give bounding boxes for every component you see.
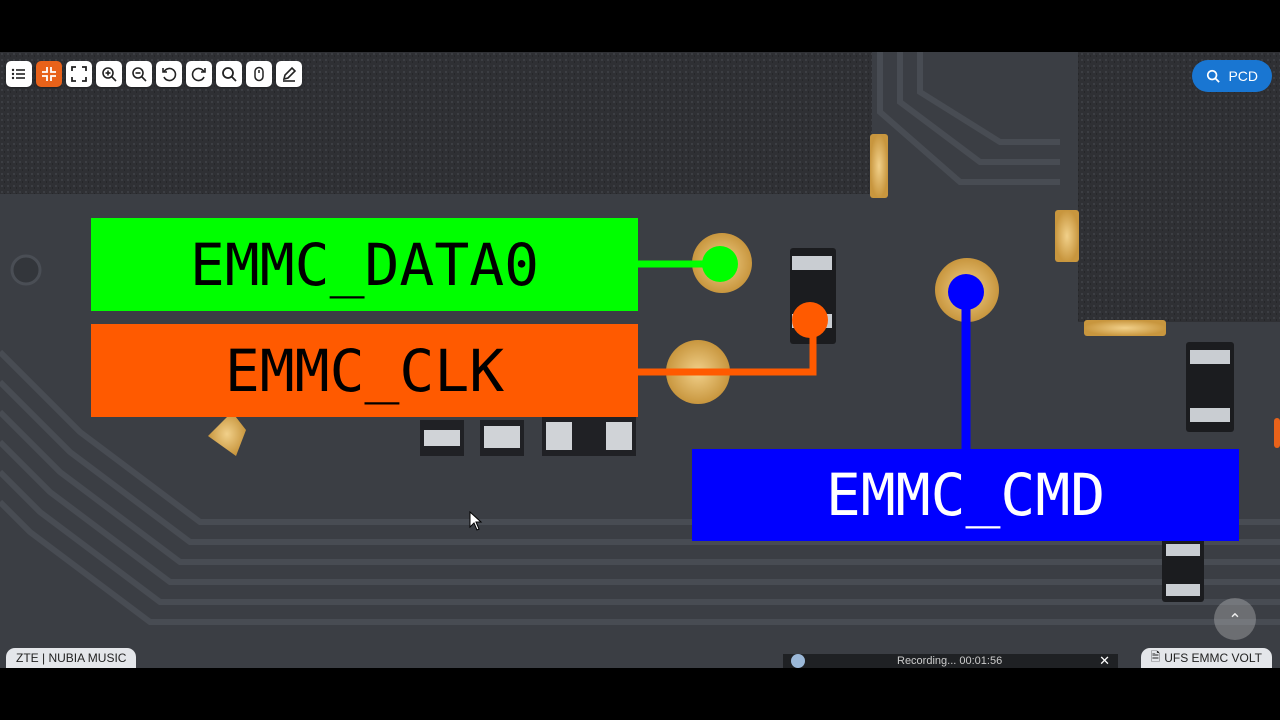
search-button[interactable] <box>216 61 242 87</box>
fullscreen-button[interactable] <box>66 61 92 87</box>
rotate-left-icon <box>162 67 177 82</box>
search-icon <box>1207 69 1221 83</box>
fullscreen-icon <box>71 66 87 82</box>
close-icon[interactable]: ✕ <box>1099 653 1110 668</box>
zoom-out-button[interactable] <box>126 61 152 87</box>
label-emmc-data0: EMMC_DATA0 <box>91 218 638 311</box>
chevron-up-icon: ⌃ <box>1228 609 1242 629</box>
mouse-icon <box>254 66 264 82</box>
mouse-cursor-icon <box>469 511 483 531</box>
pcd-button-label: PCD <box>1228 68 1258 84</box>
pcb-board-image <box>0 52 1280 668</box>
scroll-to-top-button[interactable]: ⌃ <box>1214 598 1256 640</box>
zoom-in-button[interactable] <box>96 61 122 87</box>
recorder-icon <box>791 654 805 668</box>
mouse-button[interactable] <box>246 61 272 87</box>
label-emmc-cmd: EMMC_CMD <box>692 449 1239 541</box>
device-chip[interactable]: ZTE | NUBIA MUSIC <box>6 648 137 668</box>
list-button[interactable] <box>6 61 32 87</box>
pcd-button[interactable]: PCD <box>1192 60 1272 92</box>
rotate-right-icon <box>191 67 206 82</box>
viewer-toolbar <box>6 61 302 87</box>
document-icon: 🗎 <box>1150 649 1161 664</box>
collapse-button[interactable] <box>36 61 62 87</box>
scrollbar-thumb[interactable] <box>1274 418 1280 448</box>
document-chip-label: UFS EMMC VOLT <box>1164 651 1262 665</box>
document-chip[interactable]: 🗎 UFS EMMC VOLT <box>1140 648 1272 668</box>
zoom-in-icon <box>102 67 117 82</box>
recording-bar: Recording... 00:01:56 ✕ <box>783 653 1118 668</box>
zoom-out-icon <box>132 67 147 82</box>
rotate-right-button[interactable] <box>186 61 212 87</box>
recording-status: Recording... 00:01:56 <box>897 655 1003 667</box>
annotate-button[interactable] <box>276 61 302 87</box>
pen-icon <box>282 66 297 82</box>
search-icon <box>222 67 237 82</box>
list-icon <box>11 68 25 80</box>
rotate-left-button[interactable] <box>156 61 182 87</box>
board-viewer[interactable]: PCD EMMC_DATA0 EMMC_CLK EMMC_CMD ⌃ ZTE |… <box>0 52 1280 668</box>
label-emmc-clk: EMMC_CLK <box>91 324 638 417</box>
collapse-icon <box>42 67 56 81</box>
